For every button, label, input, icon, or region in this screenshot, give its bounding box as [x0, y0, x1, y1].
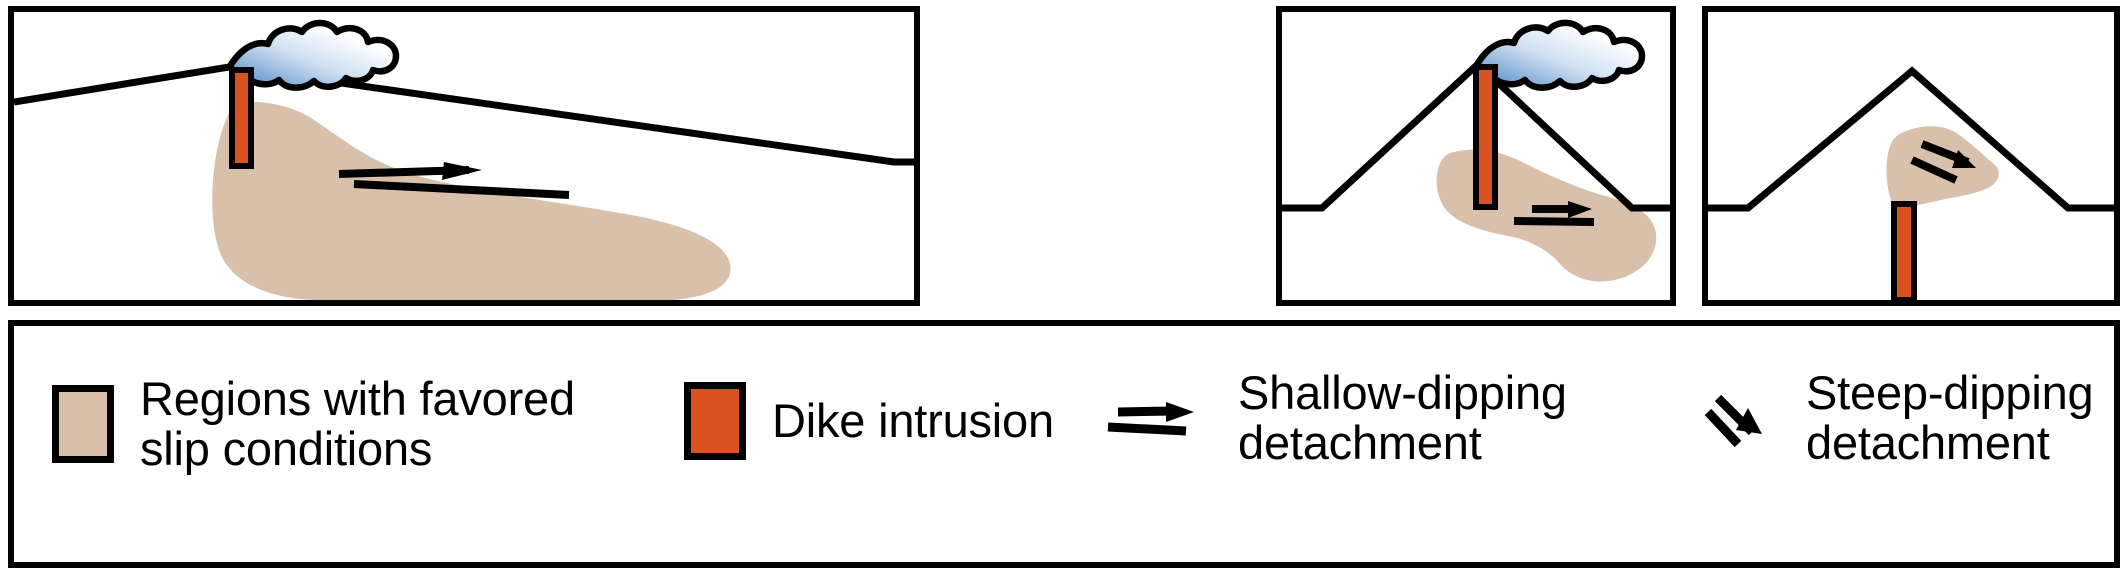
panel-c-symmetric-cone-steep — [1702, 6, 2120, 306]
panel-row — [8, 6, 2120, 306]
shallow-dipping-detachment-arrow-a — [338, 162, 570, 199]
dike-intrusion-b — [1473, 64, 1498, 210]
eruption-plume-b — [1474, 19, 1646, 91]
dike-intrusion-a — [229, 67, 254, 169]
legend-label-dike-intrusion: Dike intrusion — [772, 394, 1054, 448]
legend-label-steep-detachment: Steep-dipping detachment — [1806, 366, 2094, 469]
legend-entry-shallow-detachment: Shallow-dipping detachment — [1104, 368, 1567, 468]
panel-c-cross-section — [1708, 66, 2114, 300]
shallow-dipping-arrow-pair-icon — [1107, 401, 1194, 436]
dike-intrusion-swatch — [684, 382, 746, 460]
panel-a-asymmetric-edifice — [8, 6, 920, 306]
legend-entry-steep-detachment: Steep-dipping detachment — [1704, 366, 2094, 469]
favored-slip-region-c — [1886, 126, 1999, 206]
eruption-plume-a — [226, 19, 400, 91]
favored-slip-region-a — [212, 101, 731, 300]
dike-intrusion-c — [1891, 201, 1917, 300]
panel-b-symmetric-cone-shallow — [1276, 6, 1676, 306]
legend-box: Regions with favored slip conditions Dik… — [8, 320, 2120, 568]
topography-profile-c — [1708, 66, 2114, 212]
legend-label-slip-region: Regions with favored slip conditions — [140, 372, 575, 475]
slip-region-swatch — [52, 384, 114, 463]
legend-entry-dike-intrusion: Dike intrusion — [684, 382, 1054, 460]
panel-a-cross-section — [14, 19, 914, 300]
steep-dipping-detachment-arrow-c — [1910, 140, 1976, 184]
panel-b-cross-section — [1282, 19, 1670, 282]
favored-slip-region-b — [1436, 149, 1657, 282]
legend-entry-slip-region: Regions with favored slip conditions — [52, 374, 575, 474]
legend-label-shallow-detachment: Shallow-dipping detachment — [1238, 366, 1567, 469]
steep-dipping-arrow-pair-icon — [1704, 394, 1762, 447]
topography-profile-a — [14, 63, 914, 166]
shallow-dipping-detachment-arrow-b — [1513, 201, 1595, 226]
